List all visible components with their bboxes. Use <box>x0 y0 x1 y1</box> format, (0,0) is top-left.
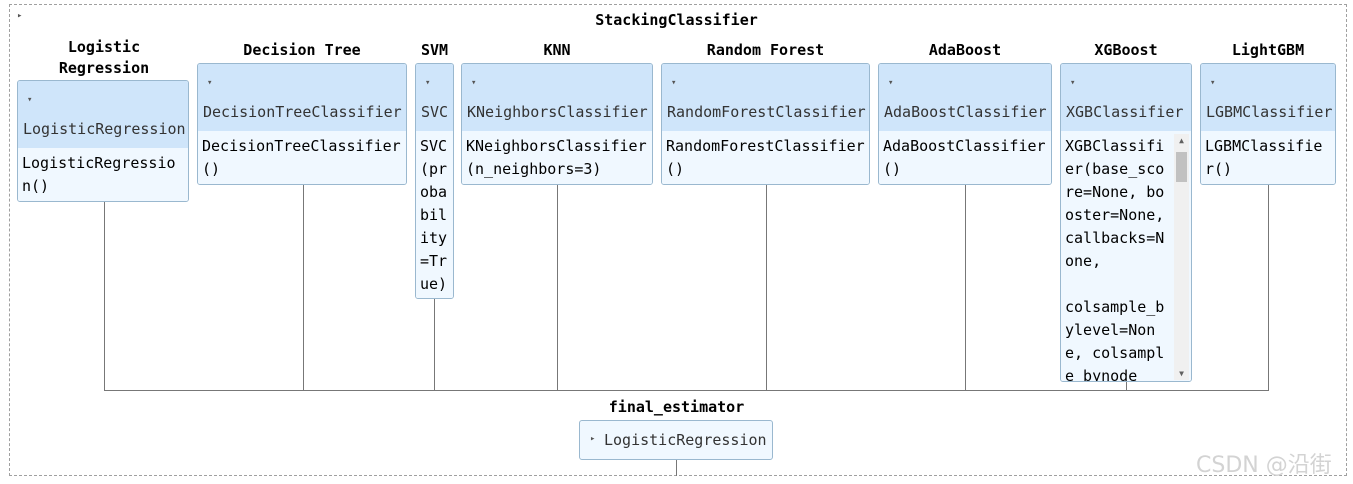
estimator-label-random-forest: Random Forest <box>706 41 825 59</box>
estimator-repr: SVC(probability=True) <box>416 131 453 298</box>
collapse-toggle-icon[interactable]: ▾ <box>671 78 677 88</box>
estimator-label-logistic-regression: Logistic Regression <box>58 38 150 77</box>
estimator-repr: KNeighborsClassifier(n_neighbors=3) <box>462 131 652 184</box>
estimator-knn: ▾ KNeighborsClassifier KNeighborsClassif… <box>461 63 653 185</box>
estimator-repr: AdaBoostClassifier() <box>879 131 1051 184</box>
estimator-class-name[interactable]: KNeighborsClassifier <box>467 103 648 121</box>
final-estimator-box[interactable]: ▸ LogisticRegression <box>579 420 773 460</box>
estimator-label-decision-tree: Decision Tree <box>243 41 361 59</box>
connector-line <box>965 184 966 391</box>
collapse-toggle-icon[interactable]: ▾ <box>1070 78 1076 88</box>
estimator-class-name[interactable]: LGBMClassifier <box>1206 103 1333 121</box>
estimator-logistic-regression: ▾ LogisticRegression LogisticRegression(… <box>17 80 189 202</box>
estimator-class-name[interactable]: RandomForestClassifier <box>667 103 866 121</box>
connector-line <box>766 184 767 391</box>
stacking-container <box>9 4 1347 476</box>
estimator-decision-tree: ▾ DecisionTreeClassifier DecisionTreeCla… <box>197 63 407 185</box>
estimator-xgboost: ▾ XGBClassifier XGBClassifier(base_score… <box>1060 63 1192 382</box>
estimator-repr: DecisionTreeClassifier() <box>198 131 406 184</box>
estimator-label-lightgbm: LightGBM <box>1231 41 1305 59</box>
expand-toggle-icon[interactable]: ▸ <box>17 11 23 21</box>
estimator-class-name[interactable]: AdaBoostClassifier <box>884 103 1047 121</box>
estimator-label-xgboost: XGBoost <box>1094 41 1158 59</box>
vertical-scrollbar[interactable]: ▲ ▼ <box>1174 134 1189 380</box>
connector-line <box>104 201 105 391</box>
final-estimator-class-name[interactable]: LogisticRegression <box>604 431 767 449</box>
estimator-label-adaboost: AdaBoost <box>928 41 1002 59</box>
estimator-repr: RandomForestClassifier() <box>662 131 869 184</box>
scroll-down-icon[interactable]: ▼ <box>1179 369 1184 378</box>
expand-toggle-icon[interactable]: ▸ <box>590 434 596 444</box>
connector-line <box>1268 184 1269 391</box>
estimator-label-svm: SVM <box>420 41 449 59</box>
estimator-class-name[interactable]: DecisionTreeClassifier <box>203 103 402 121</box>
stacking-title: StackingClassifier <box>595 11 758 29</box>
collapse-toggle-icon[interactable]: ▾ <box>888 78 894 88</box>
connector-line <box>1126 381 1127 391</box>
estimator-repr: LogisticRegression() <box>18 148 188 201</box>
estimator-label-knn: KNN <box>543 41 571 59</box>
connector-line <box>557 184 558 391</box>
merge-line <box>104 390 1269 391</box>
collapse-toggle-icon[interactable]: ▾ <box>1210 78 1216 88</box>
scrollbar-thumb[interactable] <box>1176 152 1187 182</box>
collapse-toggle-icon[interactable]: ▾ <box>207 78 213 88</box>
estimator-lightgbm: ▾ LGBMClassifier LGBMClassifier() <box>1200 63 1336 185</box>
estimator-repr: LGBMClassifier() <box>1201 131 1335 184</box>
connector-line <box>303 184 304 391</box>
estimator-class-name[interactable]: LogisticRegression <box>23 120 186 138</box>
estimator-random-forest: ▾ RandomForestClassifier RandomForestCla… <box>661 63 870 185</box>
scroll-up-icon[interactable]: ▲ <box>1179 136 1184 145</box>
collapse-toggle-icon[interactable]: ▾ <box>471 78 477 88</box>
connector-line <box>434 298 435 391</box>
collapse-toggle-icon[interactable]: ▾ <box>27 95 33 105</box>
estimator-adaboost: ▾ AdaBoostClassifier AdaBoostClassifier(… <box>878 63 1052 185</box>
watermark: CSDN @沿街 <box>1196 453 1332 478</box>
estimator-repr-scrollable[interactable]: XGBClassifier(base_score=None, booster=N… <box>1061 131 1191 381</box>
estimator-class-name[interactable]: XGBClassifier <box>1066 103 1184 121</box>
collapse-toggle-icon[interactable]: ▾ <box>425 78 431 88</box>
estimator-class-name[interactable]: SVC <box>421 103 449 121</box>
estimator-svm: ▾ SVC SVC(probability=True) <box>415 63 454 299</box>
final-estimator-label: final_estimator <box>608 398 745 416</box>
connector-line <box>676 460 677 476</box>
